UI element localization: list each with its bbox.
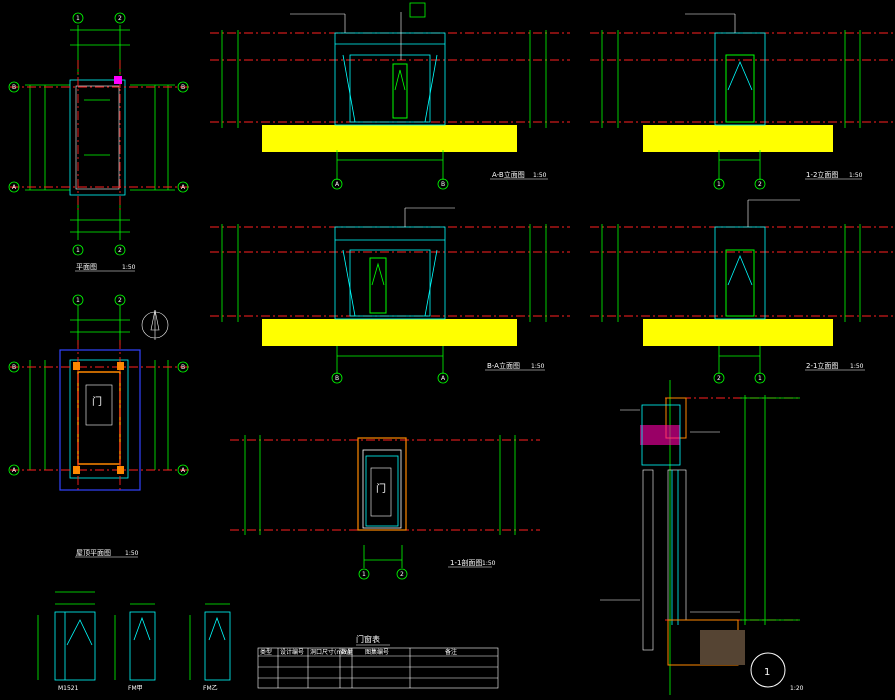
schedule-header-size: 洞口尺寸(mm) (310, 648, 350, 656)
grid-bubble-a-left: A (12, 184, 17, 191)
detail-scale: 1:20 (790, 685, 804, 692)
elev-12-bubble-1: 1 (717, 181, 721, 188)
roof-bubble-2: 2 (118, 297, 122, 304)
elev-12-bubble-2: 2 (758, 181, 762, 188)
elevation-ba: B A B-A立面图 1:50 (210, 207, 570, 384)
svg-text:门: 门 (376, 482, 386, 495)
elevation-12: 1 2 1-2立面图 1:50 (590, 13, 895, 190)
schedule-header-code: 设计编号 (280, 648, 304, 656)
elev-12-title: 1-2立面图 (806, 170, 838, 179)
section-bubble-2: 2 (400, 571, 404, 578)
grid-bubble-a-right: A (181, 184, 186, 191)
plan-scale: 1:50 (122, 264, 136, 271)
grid-bubble-b-left: B (12, 84, 16, 91)
door-m2-label: FM甲 (128, 685, 143, 692)
schedule-header-remark: 备注 (445, 648, 457, 656)
wall-detail: 1 1:20 (600, 380, 804, 695)
elev-12-scale: 1:50 (849, 172, 863, 179)
door-m3-label: FM乙 (203, 685, 218, 692)
roof-bubble-a-right: A (181, 467, 186, 474)
elev-ba-title: B-A立面图 (487, 361, 520, 370)
grid-bubble-b-right: B (181, 84, 185, 91)
schedule-header-atlas: 图集编号 (365, 648, 389, 656)
schedule-header-qty: 数量 (341, 648, 353, 656)
elev-ab-scale: 1:50 (533, 172, 547, 179)
grid-bubble-1-top: 1 (76, 15, 80, 22)
elev-ab-bubble-a: A (335, 181, 340, 188)
roof-plan: 门 1 2 B A B A 屋顶平面图 1:50 (8, 294, 190, 558)
elev-21-bubble-1: 1 (758, 375, 762, 382)
section-bubble-1: 1 (362, 571, 366, 578)
roof-bubble-1: 1 (76, 297, 80, 304)
floor-plan: 1 2 1 2 B A B A 平面图 1:50 (8, 12, 190, 272)
svg-text:门: 门 (92, 395, 102, 408)
roof-plan-scale: 1:50 (125, 550, 139, 557)
section-title: 1-1剖面图 (450, 558, 482, 567)
schedule-title: 门窗表 (356, 634, 380, 644)
roof-bubble-b-right: B (181, 364, 185, 371)
detail-number: 1 (764, 667, 770, 678)
grid-bubble-1-bottom: 1 (76, 247, 80, 254)
elevation-ab: A B A-B立面图 1:50 (210, 2, 570, 190)
grid-bubble-2-top: 2 (118, 15, 122, 22)
roof-bubble-a-left: A (12, 467, 17, 474)
section-1-1: 门 1 2 1-1剖面图 1:50 (230, 435, 540, 580)
elev-ab-bubble-b: B (441, 181, 445, 188)
elev-ab-title: A-B立面图 (492, 170, 525, 179)
door-details: M1521 FM甲 FM乙 (37, 591, 231, 692)
section-scale: 1:50 (482, 560, 496, 567)
grid-bubble-2-bottom: 2 (118, 247, 122, 254)
door-schedule: 门窗表 类型 设计编号 洞口尺寸(mm) 数量 图集编号 备注 (257, 634, 499, 689)
door-m1-label: M1521 (58, 685, 79, 692)
elevation-21: 2 1 2-1立面图 1:50 (590, 199, 895, 384)
elev-ba-bubble-b: B (335, 375, 339, 382)
roof-bubble-b-left: B (12, 364, 16, 371)
elev-21-title: 2-1立面图 (806, 361, 838, 370)
roof-plan-title: 屋顶平面图 (76, 549, 111, 557)
schedule-header-type: 类型 (260, 648, 272, 656)
plan-title: 平面图 (76, 263, 97, 271)
elev-ba-bubble-a: A (441, 375, 446, 382)
elev-21-scale: 1:50 (850, 363, 864, 370)
elev-ba-scale: 1:50 (531, 363, 545, 370)
elev-21-bubble-2: 2 (717, 375, 721, 382)
